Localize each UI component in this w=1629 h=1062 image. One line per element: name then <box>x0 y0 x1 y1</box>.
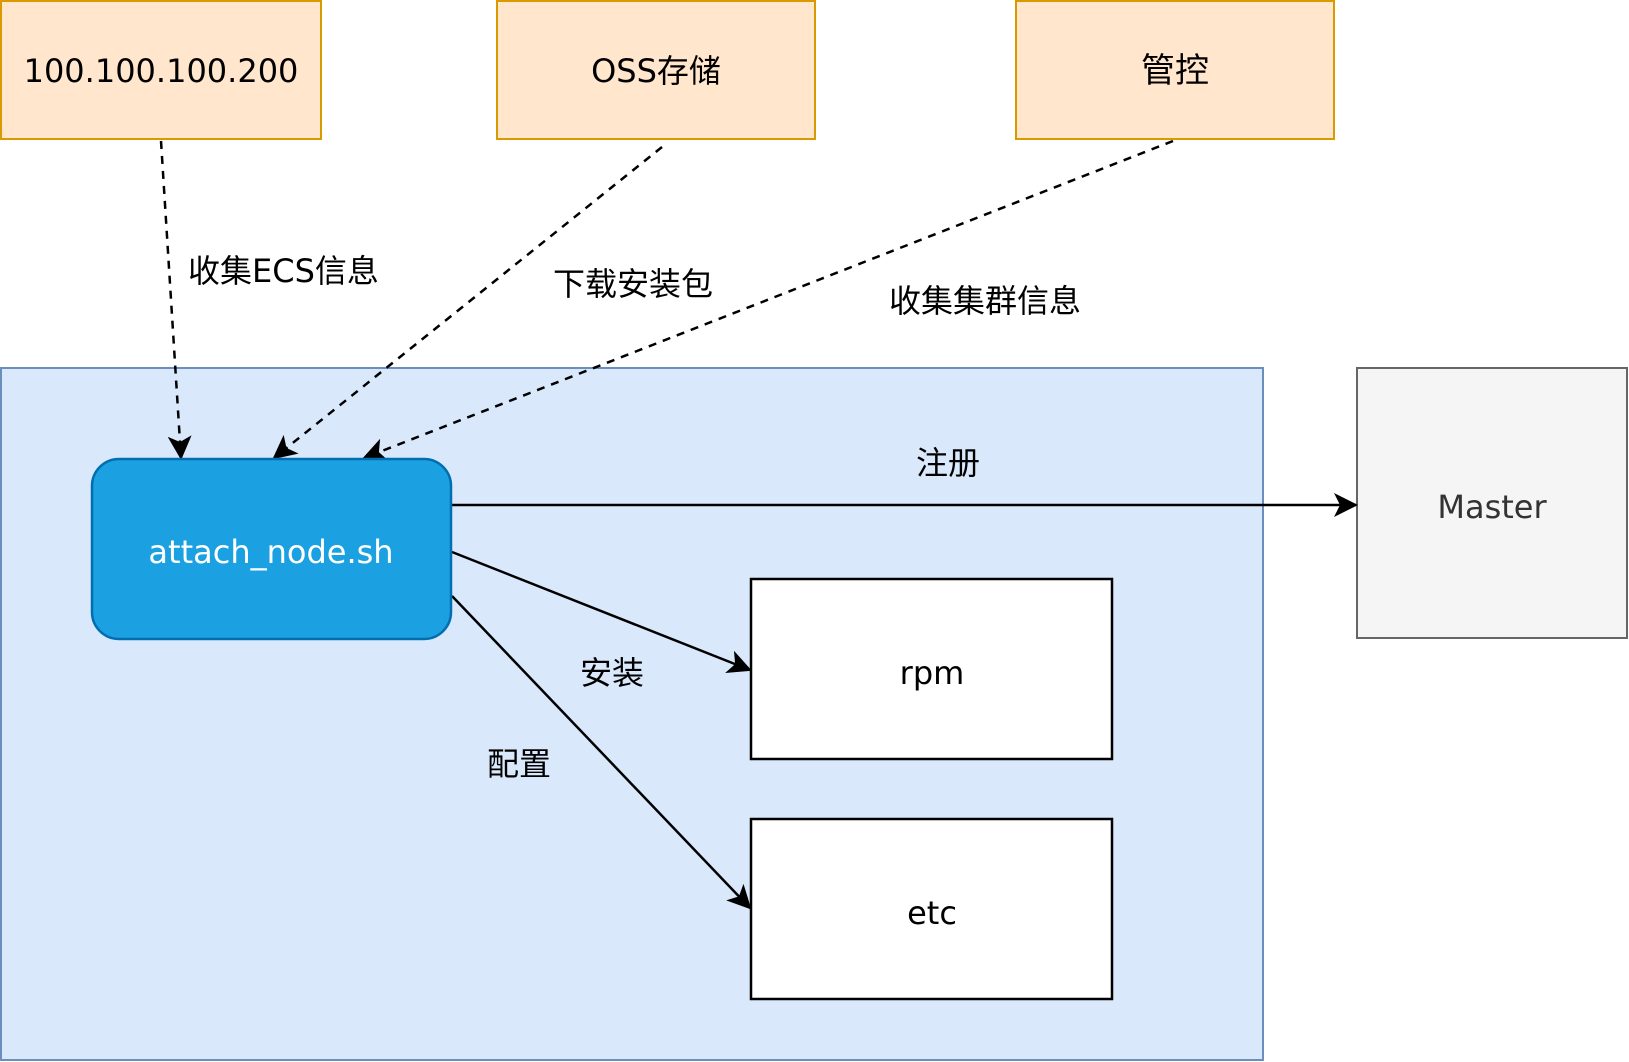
edge-label-configure: 配置 <box>487 745 551 783</box>
edge-configure <box>451 595 752 910</box>
edge-label-download-package: 下载安装包 <box>553 265 713 303</box>
control-plane-node[interactable]: 管控 <box>1015 0 1335 140</box>
etc-node[interactable]: etc <box>749 817 1114 1001</box>
oss-storage-box <box>496 0 816 140</box>
metadata-server-box <box>0 0 322 140</box>
control-plane-box <box>1015 0 1335 140</box>
master-box <box>1356 367 1628 639</box>
control-plane-label: 管控 <box>1141 51 1209 91</box>
attach-script-node[interactable]: attach_node.sh <box>90 457 453 641</box>
edge-install <box>451 550 752 674</box>
oss-storage-label: OSS存储 <box>591 52 721 90</box>
attach-script-box <box>90 457 453 641</box>
edge-label-register: 注册 <box>916 444 980 482</box>
attach-script-label: attach_node.sh <box>148 533 393 571</box>
metadata-server-node[interactable]: 100.100.100.200 <box>0 0 322 140</box>
edge-download-package <box>272 146 663 460</box>
etc-label: etc <box>907 894 957 932</box>
master-node[interactable]: Master <box>1356 367 1628 639</box>
master-label: Master <box>1437 488 1547 526</box>
metadata-server-label: 100.100.100.200 <box>24 52 299 90</box>
edge-label-install: 安装 <box>580 654 644 692</box>
etc-box <box>749 817 1114 1001</box>
edge-label-collect-cluster: 收集集群信息 <box>889 282 1081 320</box>
edge-collect-cluster <box>362 139 1174 462</box>
edge-collect-ecs <box>159 140 192 460</box>
edge-label-collect-ecs: 收集ECS信息 <box>188 252 379 290</box>
rpm-node[interactable]: rpm <box>749 577 1114 761</box>
rpm-box <box>749 577 1114 761</box>
oss-storage-node[interactable]: OSS存储 <box>496 0 816 140</box>
rpm-label: rpm <box>900 654 965 692</box>
